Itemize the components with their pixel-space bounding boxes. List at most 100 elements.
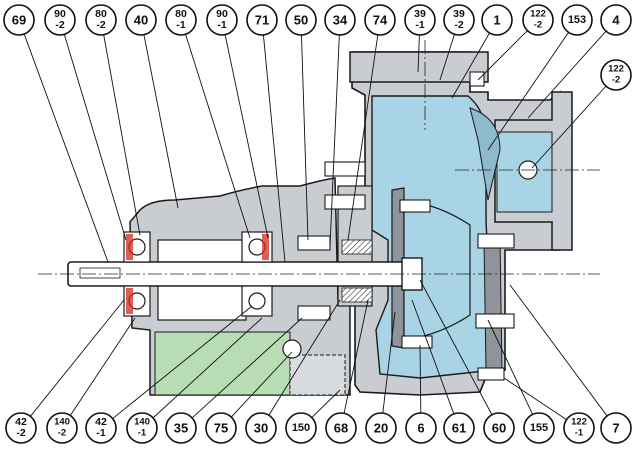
callout-text: 140: [54, 417, 70, 428]
leader-42-2: [30, 299, 125, 417]
callout-150: 150: [285, 412, 317, 444]
callout-122-1: 122-1: [563, 412, 595, 444]
callout-circle: [324, 4, 356, 36]
leader-42-1: [112, 305, 253, 419]
wear-plate: [483, 239, 503, 371]
callout-text: 90: [216, 8, 228, 20]
callout-text: 150: [292, 422, 310, 434]
callout-text: -2: [16, 427, 25, 439]
callout-text: 90: [54, 8, 66, 20]
leader-74: [347, 34, 379, 241]
callout-circle: [206, 4, 238, 36]
callout-text: 69: [12, 13, 26, 28]
callout-text: 7: [612, 421, 619, 436]
callout-35: 35: [165, 412, 197, 444]
leader-140-1: [152, 317, 263, 419]
bearing-right: [241, 231, 273, 317]
callout-circle: [165, 412, 197, 444]
leader-90-2: [63, 34, 127, 241]
leader-140-2: [69, 317, 136, 416]
callout-text: 30: [254, 421, 268, 436]
leader-122-1: [503, 377, 567, 421]
callout-text: -2: [55, 19, 64, 31]
callout-circle: [165, 4, 197, 36]
leader-39-2: [439, 34, 455, 81]
callout-text: 39: [414, 8, 426, 20]
callout-75: 75: [205, 412, 237, 444]
callout-circle: [44, 4, 76, 36]
drain-plug: [282, 339, 302, 359]
callout-text: 74: [373, 13, 388, 28]
callout-circle: [561, 4, 593, 36]
callout-text: 75: [214, 421, 228, 436]
callout-71: 71: [246, 4, 278, 36]
motor-bay: [154, 331, 291, 396]
callout-text: -2: [612, 75, 620, 86]
callout-circle: [5, 412, 37, 444]
callout-68: 68: [325, 412, 357, 444]
callout-circle: [125, 4, 157, 36]
callout-circle: [600, 412, 632, 444]
callout-text: 39: [453, 8, 465, 20]
callout-text: 4: [612, 13, 620, 28]
casing-bolts: [297, 71, 515, 381]
callout-text: -1: [96, 427, 105, 439]
callout-text: 35: [174, 421, 188, 436]
callout-60: 60: [483, 412, 515, 444]
callout-text: 42: [95, 416, 107, 428]
callout-text: 60: [492, 421, 506, 436]
callout-circle: [563, 412, 595, 444]
callout-text: 42: [15, 416, 27, 428]
callout-circle: [404, 4, 436, 36]
callout-6: 6: [405, 412, 437, 444]
callout-text: 50: [294, 13, 308, 28]
callout-circle: [523, 412, 555, 444]
callout-4: 4: [600, 4, 632, 36]
callout-42-2: 42-2: [5, 412, 37, 444]
callout-122-2a: 122-2: [522, 4, 554, 36]
callout-circle: [405, 412, 437, 444]
leader-7: [509, 284, 608, 417]
callout-circle: [600, 4, 632, 36]
callout-circle: [483, 412, 515, 444]
callout-circle: [126, 412, 158, 444]
callout-text: 80: [175, 8, 187, 20]
leader-6: [419, 344, 422, 414]
callout-90-2: 90-2: [44, 4, 76, 36]
callout-text: 122: [571, 417, 587, 428]
leader-75: [230, 351, 293, 418]
callout-circle: [285, 412, 317, 444]
callout-circle: [285, 4, 317, 36]
leader-61: [411, 299, 455, 415]
callout-circle: [481, 4, 513, 36]
leader-34: [329, 34, 340, 247]
callout-text: 20: [374, 421, 388, 436]
leader-71: [262, 34, 286, 263]
bearing-left: [123, 231, 151, 317]
leader-lines: [23, 30, 608, 421]
callout-circle: [85, 4, 117, 36]
leader-153: [487, 32, 569, 151]
callout-text: 61: [452, 421, 466, 436]
seal-ring-lower: [341, 287, 373, 303]
callout-circle: [246, 4, 278, 36]
callout-20: 20: [365, 412, 397, 444]
callout-text: -1: [176, 19, 185, 31]
callout-90-1: 90-1: [206, 4, 238, 36]
callout-text: 40: [134, 13, 148, 28]
leader-68: [343, 299, 369, 414]
callout-155: 155: [523, 412, 555, 444]
leader-90-1: [224, 34, 269, 239]
leader-122-2a: [477, 30, 528, 81]
callout-text: -1: [138, 428, 147, 439]
leader-4: [527, 30, 607, 119]
callout-circle: [3, 4, 35, 36]
callout-text: 122: [608, 64, 624, 75]
seal-ring-upper: [341, 239, 373, 255]
callout-text: 6: [417, 421, 424, 436]
callout-circle: [85, 412, 117, 444]
leader-20: [382, 311, 396, 414]
callout-text: -2: [534, 20, 542, 31]
callout-circle: [443, 412, 475, 444]
